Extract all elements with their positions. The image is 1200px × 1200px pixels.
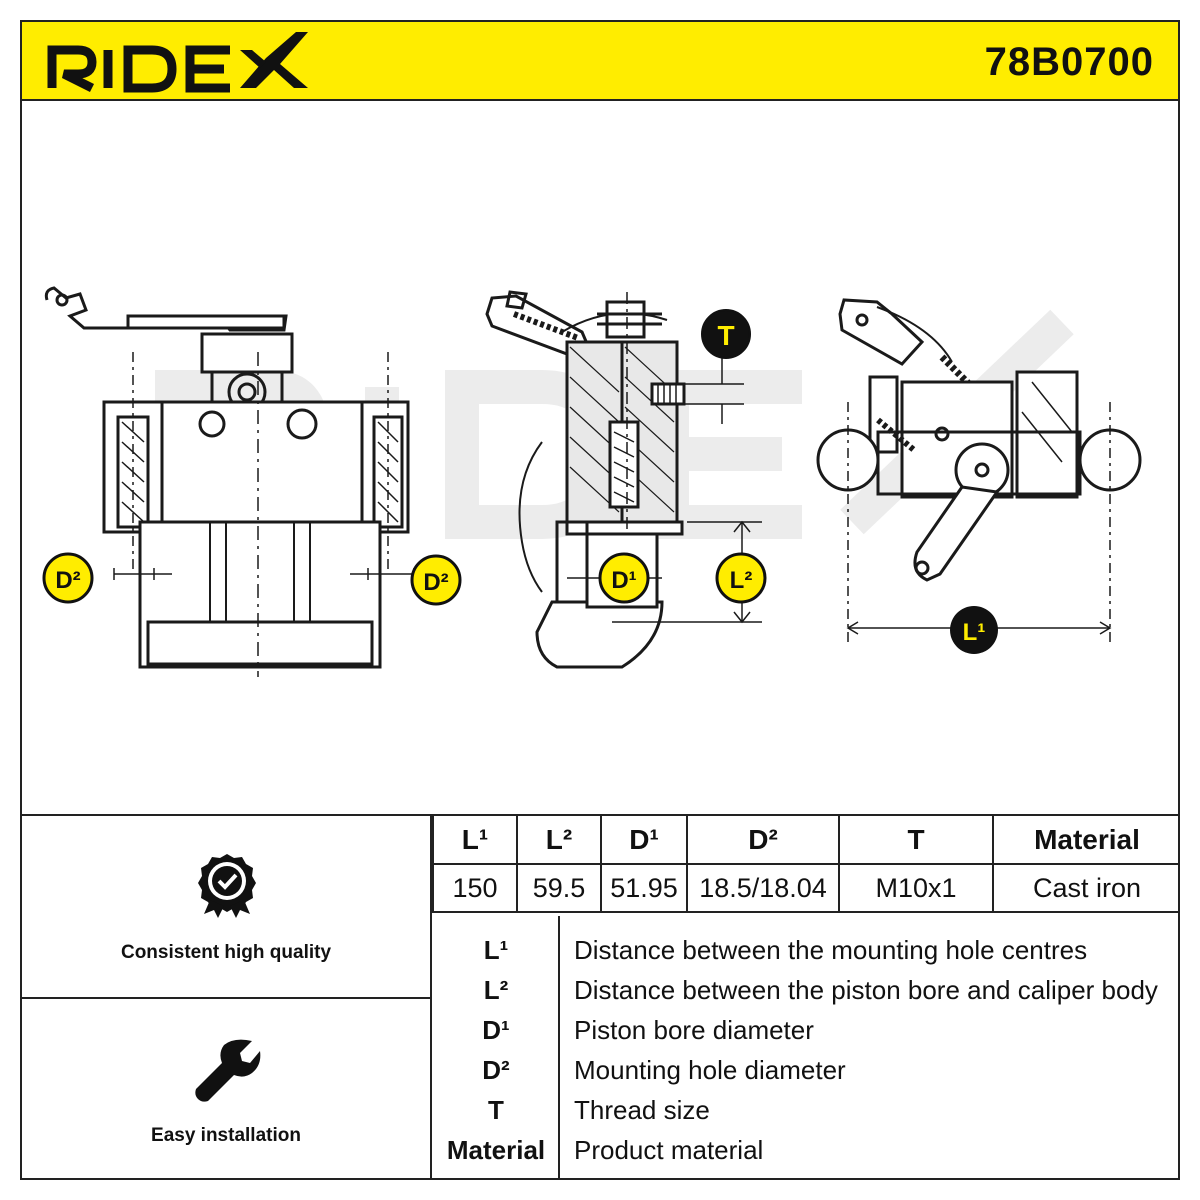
spec-header-l1: L¹ (432, 816, 518, 865)
legend-description: Product material (574, 1135, 764, 1165)
callout-d1 (598, 552, 650, 604)
legend-description: Mounting hole diameter (574, 1055, 846, 1085)
legend-description: Thread size (574, 1095, 710, 1125)
callout-l2-label: L² (730, 567, 753, 594)
wrench-icon (195, 1039, 261, 1102)
feature-installation-label: Easy installation (151, 1125, 301, 1146)
legend-description: Piston bore diameter (574, 1015, 814, 1045)
part-number: 78B0700 (984, 40, 1154, 84)
legend-key: L¹ (483, 935, 509, 965)
feature-installation: Easy installation (22, 999, 430, 1180)
technical-drawing: T D² D² D¹ L² L¹ (22, 102, 1178, 814)
spec-table-header-row: L¹ L² D¹ D² T Material (432, 816, 1180, 865)
ridex-logo (47, 32, 308, 93)
caliper-drawing-svg: T D² D² D¹ L² L¹ (42, 286, 1142, 677)
callout-l2 (715, 552, 767, 604)
legend-key: D² (482, 1055, 510, 1085)
callout-t (701, 309, 751, 359)
spec-header-d2: D² (686, 816, 840, 865)
spec-value-d2: 18.5/18.04 (686, 863, 840, 913)
callout-t-label: T (717, 320, 734, 351)
caliper-rear-view (816, 298, 1142, 642)
spec-value-d1: 51.95 (600, 863, 688, 913)
spec-section: Consistent high quality Easy installatio… (22, 814, 1180, 1180)
callout-d1-label: D¹ (611, 567, 636, 594)
callout-d2-right (410, 554, 462, 606)
legend: L¹ L² D¹ D² T Material Distance between … (432, 916, 1178, 1180)
legend-keys: L¹ L² D¹ D² T Material (432, 916, 560, 1180)
spec-table-value-row: 150 59.5 51.95 18.5/18.04 M10x1 Cast iro… (432, 863, 1180, 913)
spec-header-t: T (838, 816, 994, 865)
spec-header-d1: D¹ (600, 816, 688, 865)
spec-table: L¹ L² D¹ D² T Material 150 59.5 51.95 18… (432, 816, 1180, 913)
callout-d2-left (42, 552, 94, 604)
callout-l1 (950, 606, 998, 654)
callout-l1-label: L¹ (963, 619, 986, 646)
spec-value-t: M10x1 (838, 863, 994, 913)
callout-d2-right-label: D² (423, 569, 448, 596)
spec-value-material: Cast iron (992, 863, 1180, 913)
spec-header-material: Material (992, 816, 1180, 865)
legend-key: L² (483, 975, 509, 1005)
spec-value-l2: 59.5 (516, 863, 602, 913)
legend-key: Material (446, 1135, 546, 1165)
caliper-front-view (44, 286, 415, 677)
legend-key: T (488, 1095, 504, 1125)
feature-quality-label: Consistent high quality (120, 942, 332, 963)
spec-value-l1: 150 (432, 863, 518, 913)
legend-description: Distance between the piston bore and cal… (574, 975, 1158, 1005)
caliper-side-section (485, 290, 762, 669)
feature-panel: Consistent high quality Easy installatio… (22, 816, 432, 1180)
product-sheet: 78B0700 (20, 20, 1180, 1180)
callout-d2-left-label: D² (55, 567, 80, 594)
quality-badge-icon (198, 854, 256, 918)
spec-header-l2: L² (516, 816, 602, 865)
header-bar: 78B0700 (22, 22, 1178, 101)
feature-quality: Consistent high quality (22, 816, 430, 999)
legend-key: D¹ (482, 1015, 510, 1045)
legend-description: Distance between the mounting hole centr… (574, 935, 1088, 965)
